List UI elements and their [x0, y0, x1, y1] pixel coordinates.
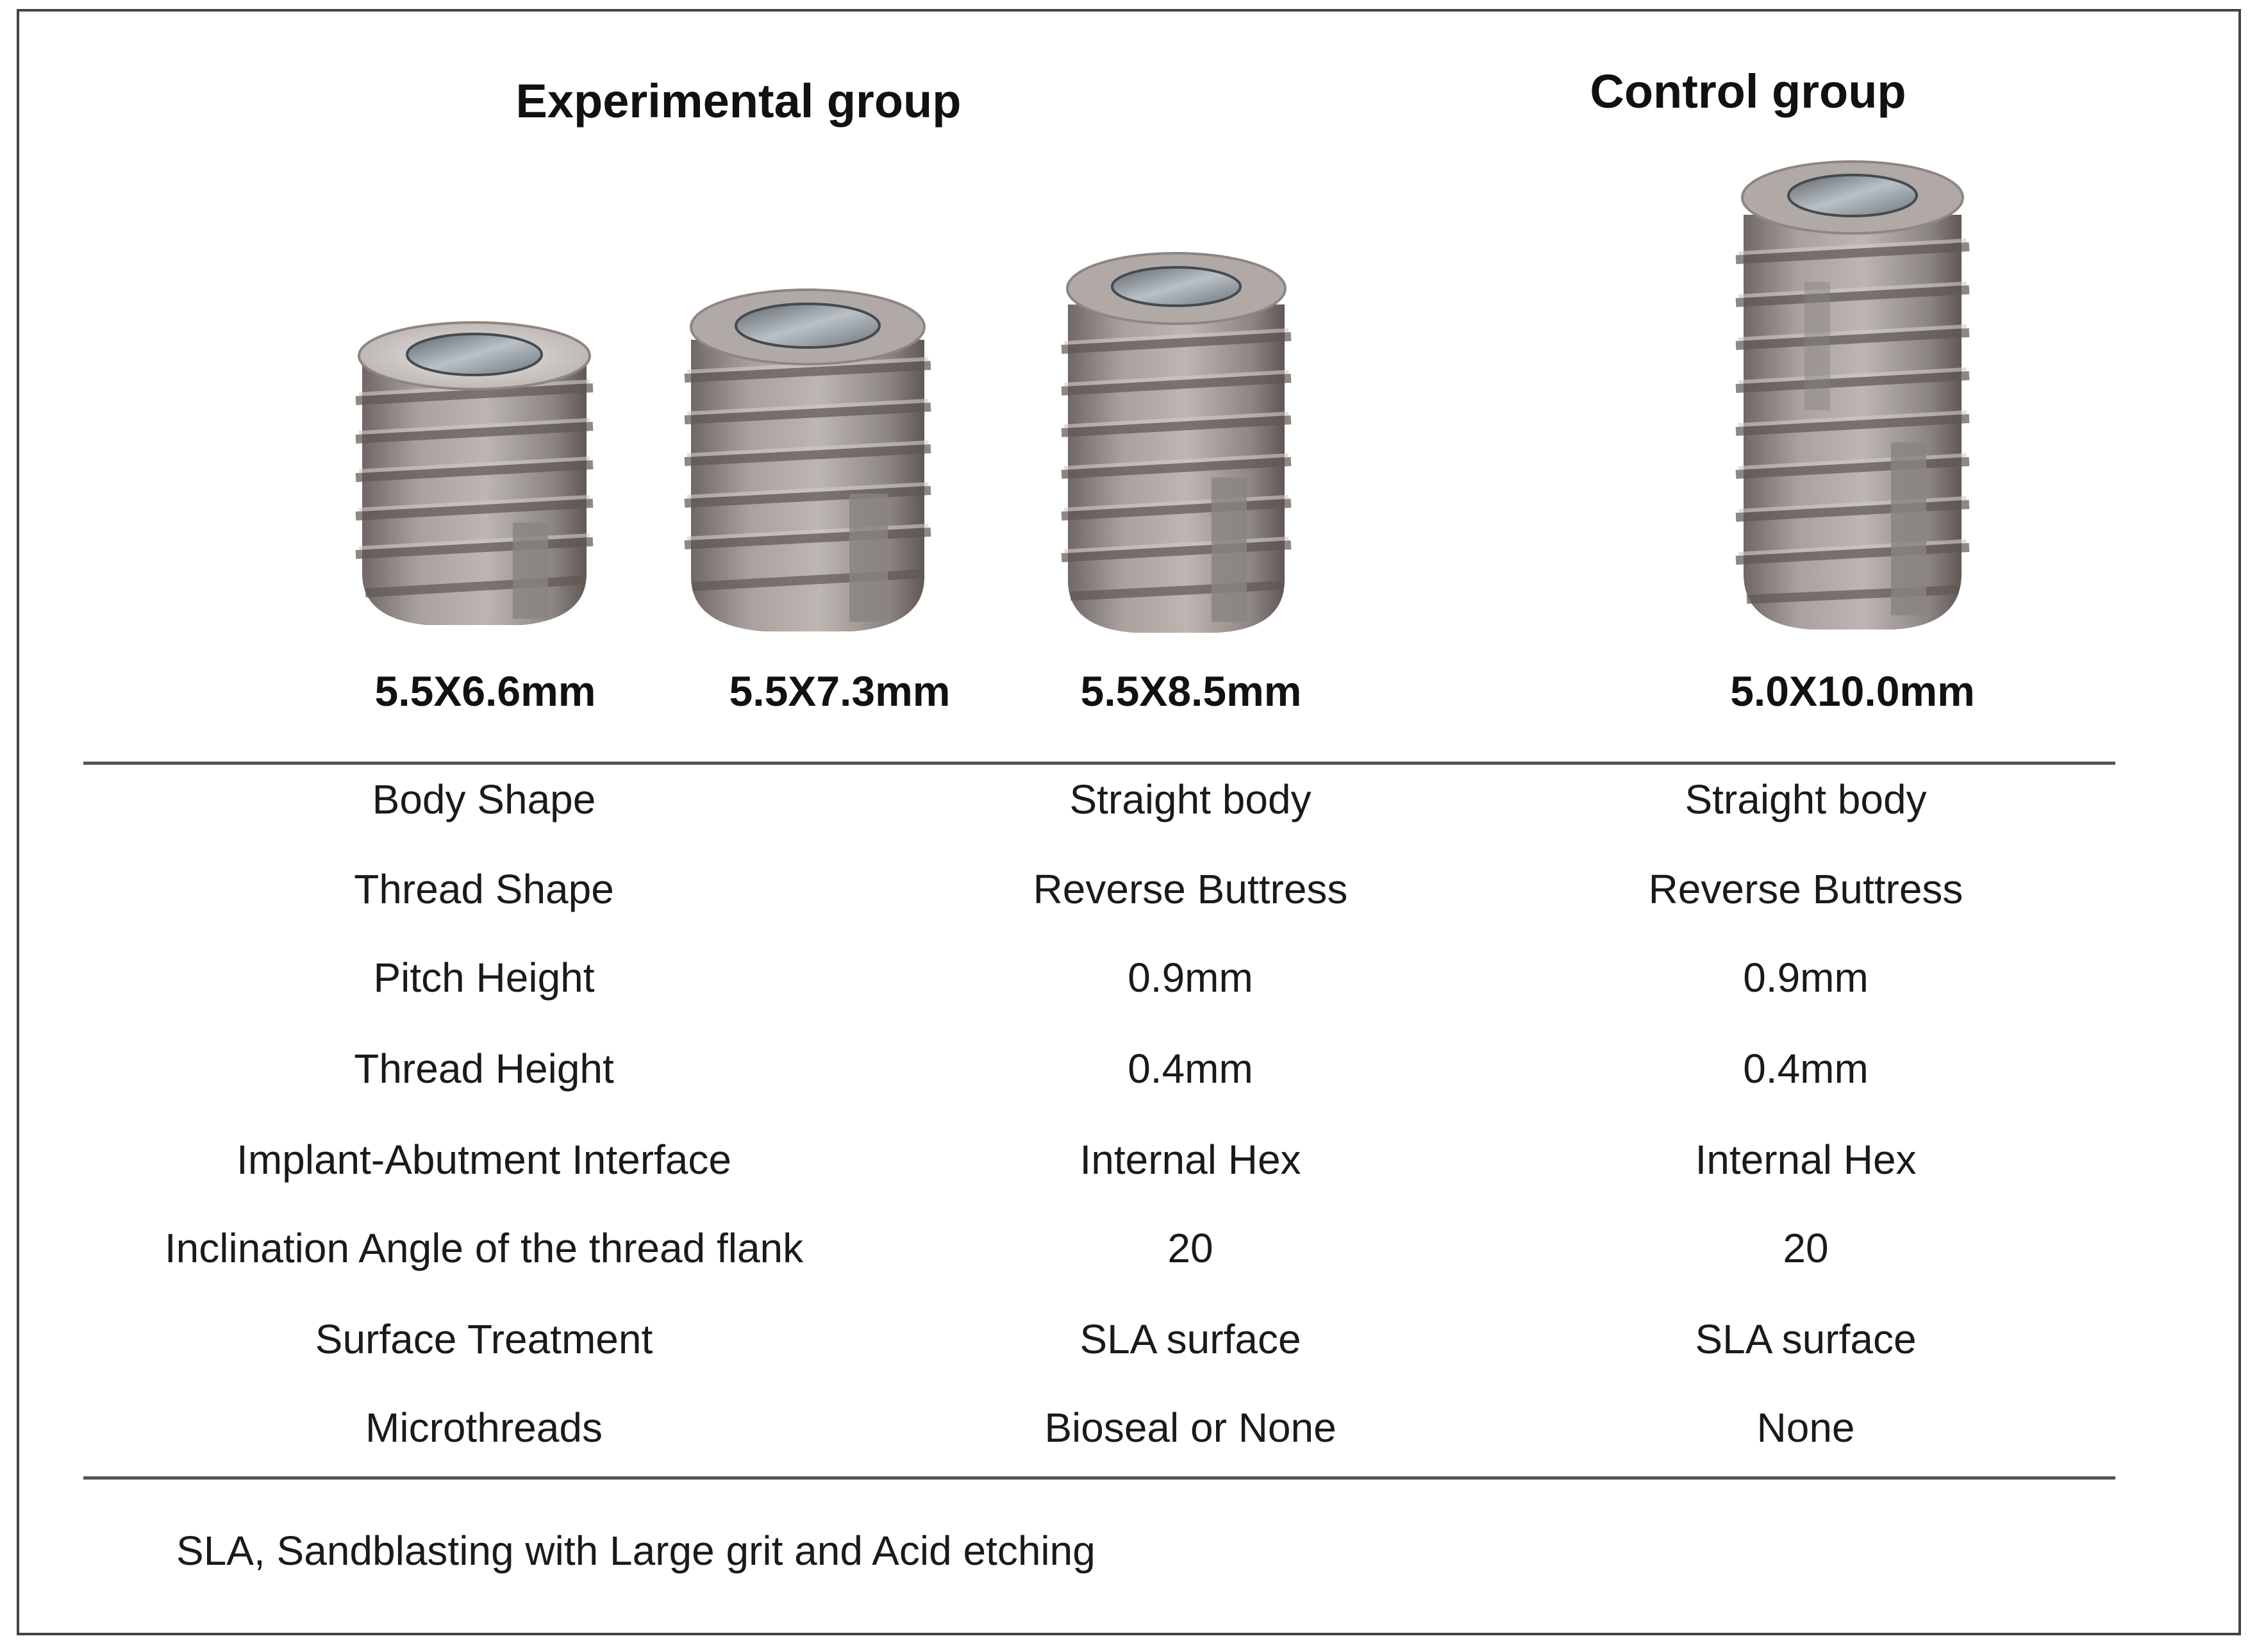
implant-image-3: [1061, 252, 1292, 633]
table-bottom-rule: [83, 1476, 2115, 1480]
row-label: Microthreads: [365, 1405, 603, 1451]
control-group-title: Control group: [1590, 65, 1906, 118]
control-value: SLA surface: [1695, 1316, 1917, 1362]
experimental-value: 0.4mm: [1128, 1046, 1253, 1092]
row-label: Thread Height: [354, 1046, 614, 1092]
experimental-value: SLA surface: [1079, 1316, 1301, 1362]
implant-size-label: 5.5X7.3mm: [729, 667, 951, 715]
table-top-rule: [83, 762, 2115, 765]
experimental-value: 0.9mm: [1128, 955, 1253, 1001]
experimental-value: Reverse Buttress: [1033, 866, 1348, 912]
row-label: Pitch Height: [373, 955, 595, 1001]
experimental-value: Straight body: [1069, 776, 1312, 822]
control-value: Reverse Buttress: [1648, 866, 1963, 912]
experimental-value: 20: [1167, 1225, 1213, 1271]
control-value: 20: [1783, 1225, 1829, 1271]
control-value: Internal Hex: [1695, 1137, 1917, 1183]
control-value: Straight body: [1685, 776, 1927, 822]
row-label: Inclination Angle of the thread flank: [164, 1225, 804, 1271]
experimental-value: Internal Hex: [1079, 1137, 1301, 1183]
footnote: SLA, Sandblasting with Large grit and Ac…: [176, 1528, 1096, 1574]
experimental-value: Bioseal or None: [1044, 1405, 1337, 1451]
control-value: 0.4mm: [1743, 1046, 1869, 1092]
row-label: Implant-Abutment Interface: [237, 1137, 731, 1183]
row-label: Body Shape: [372, 776, 596, 822]
row-label: Surface Treatment: [315, 1316, 653, 1362]
implant-image-2: [684, 288, 931, 631]
row-label: Thread Shape: [354, 866, 614, 912]
control-value: None: [1756, 1405, 1855, 1451]
experimental-group-title: Experimental group: [515, 74, 962, 128]
implant-image-4: [1735, 160, 1970, 630]
implant-image-1: [355, 321, 594, 625]
implant-size-label: 5.5X6.6mm: [374, 667, 596, 715]
implant-size-label: 5.5X8.5mm: [1080, 667, 1302, 715]
implant-size-label: 5.0X10.0mm: [1730, 667, 1975, 715]
control-value: 0.9mm: [1743, 955, 1869, 1001]
